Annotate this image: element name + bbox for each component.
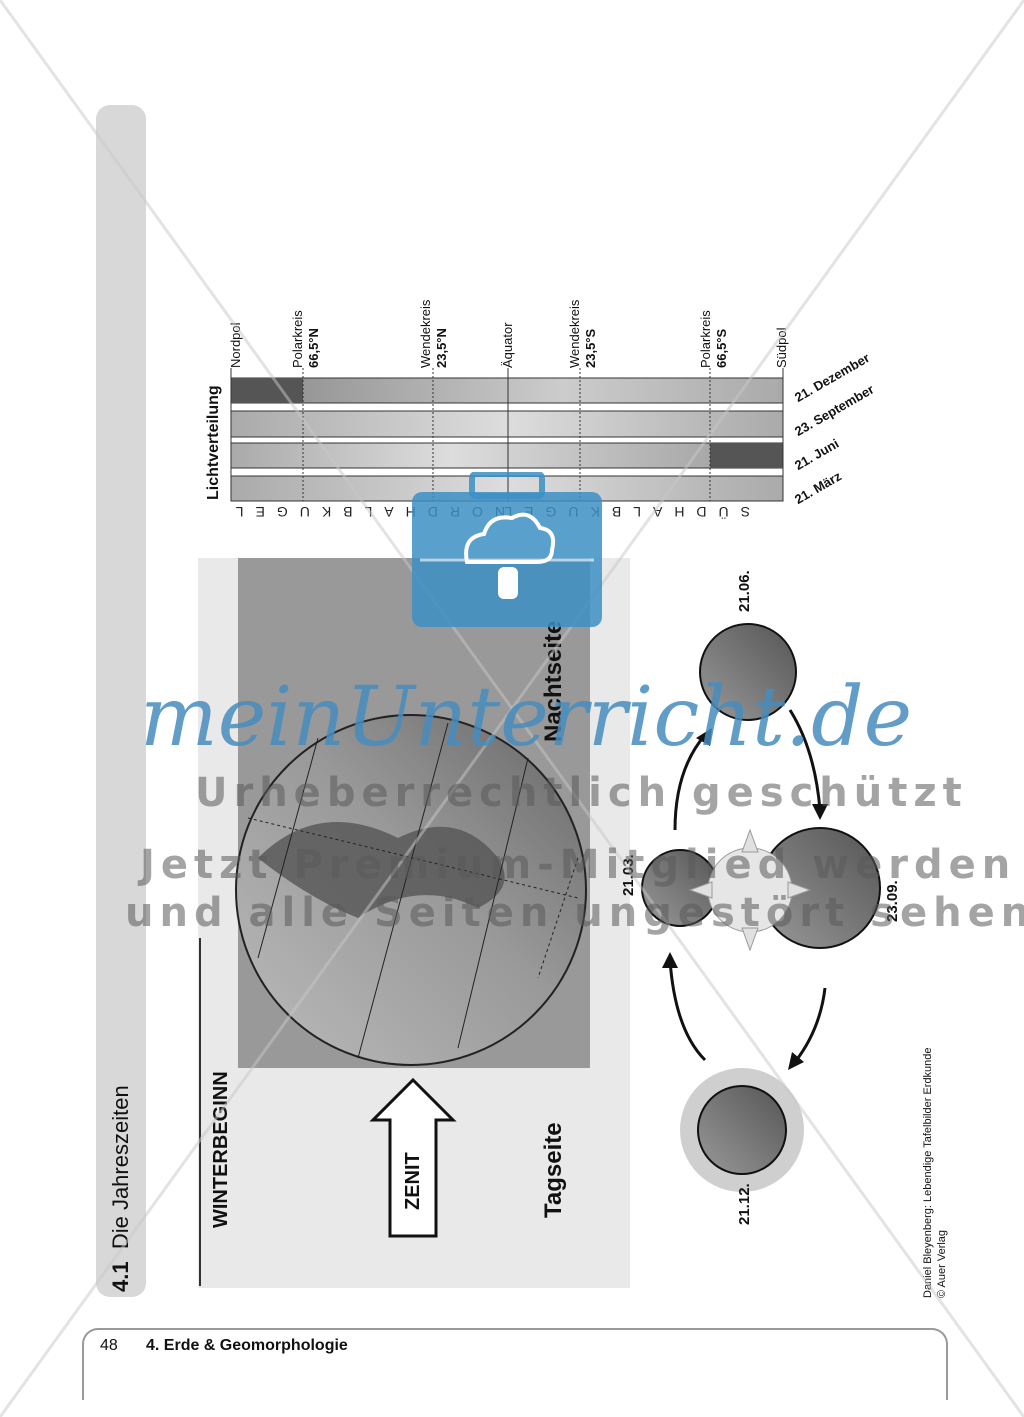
- watermark-line-2: Jetzt Premium-Mitglied werden: [140, 842, 1017, 888]
- zenit-arrow: [369, 1077, 457, 1238]
- section-tab: [96, 105, 146, 1297]
- earth-21-06: [699, 623, 797, 721]
- season-diagram: [198, 558, 630, 1288]
- earth-21-12: [697, 1085, 787, 1175]
- bar-21-dezember-dark: [231, 378, 303, 403]
- orbit-diagram: [641, 623, 881, 1192]
- watermark-line-1: Urheberrechtlich geschützt: [195, 770, 968, 816]
- briefcase-logo-icon: [412, 472, 602, 627]
- bar-21-dezember: [230, 377, 784, 404]
- chapter-title: 4. Erde & Geomorphologie: [146, 1337, 348, 1354]
- sun-icon: [688, 828, 812, 952]
- light-distribution-chart: [230, 368, 784, 502]
- watermark-brand: meinUnterricht.de: [140, 670, 913, 765]
- bar-21-juni-dark: [710, 443, 783, 468]
- footer-frame: [82, 1328, 948, 1400]
- watermark-line-3: und alle Seiten ungestört sehen.: [125, 890, 1024, 936]
- page-number: 48: [100, 1337, 118, 1354]
